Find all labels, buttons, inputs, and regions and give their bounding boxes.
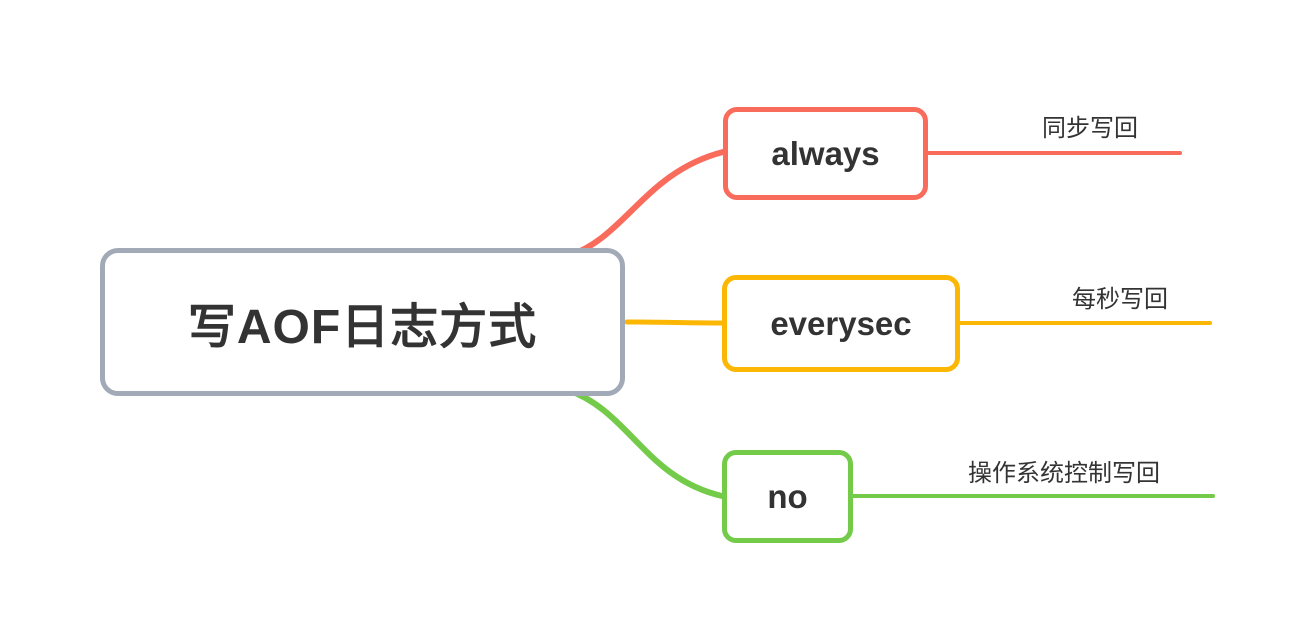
node-always-label: always xyxy=(771,134,880,172)
node-everysec[interactable]: everysec xyxy=(722,275,960,372)
node-no[interactable]: no xyxy=(722,450,853,543)
connector-root-everysec xyxy=(624,319,725,326)
annotation-always[interactable]: 同步写回 xyxy=(1042,115,1138,142)
connector-root-no xyxy=(565,387,725,499)
node-root[interactable]: 写AOF日志方式 xyxy=(100,248,625,396)
node-root-label: 写AOF日志方式 xyxy=(187,301,538,354)
annotation-no[interactable]: 操作系统控制写回 xyxy=(968,460,1160,487)
connector-root-always xyxy=(565,149,726,259)
node-always[interactable]: always xyxy=(723,107,928,200)
node-no-label: no xyxy=(767,477,808,515)
node-everysec-label: everysec xyxy=(770,304,912,342)
annotation-everysec[interactable]: 每秒写回 xyxy=(1072,286,1168,313)
